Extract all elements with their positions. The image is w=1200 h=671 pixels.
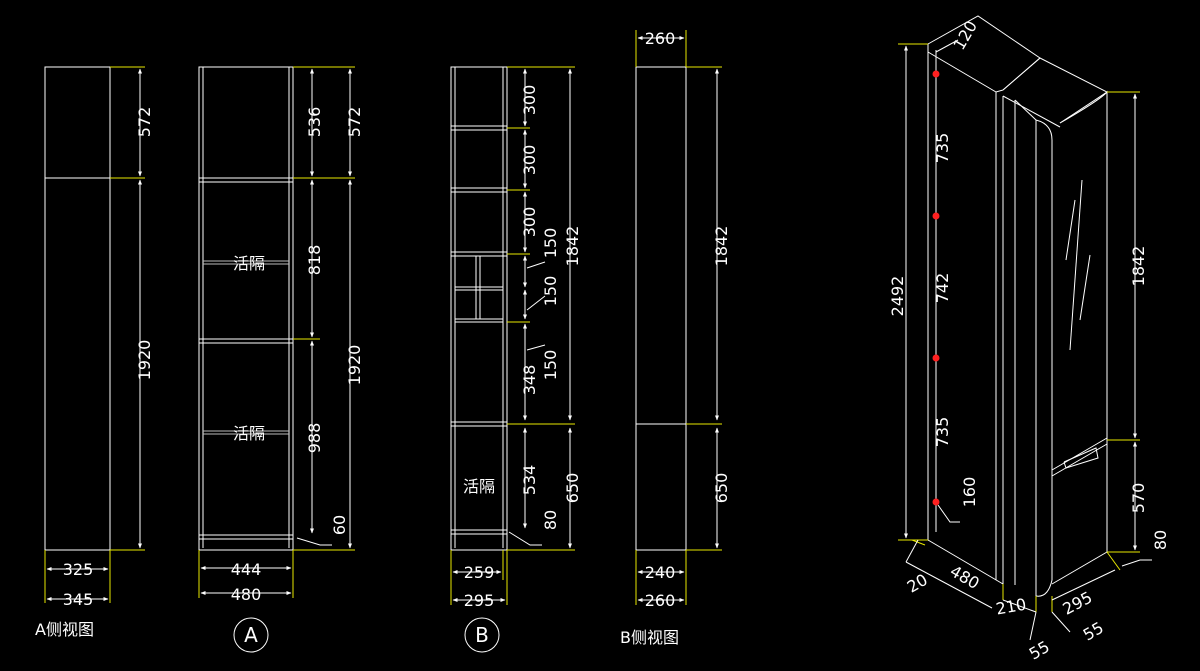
dim-348: 348 bbox=[520, 365, 539, 396]
side-b-outline bbox=[635, 66, 687, 551]
dim-742: 742 bbox=[933, 273, 952, 304]
dim-818: 818 bbox=[305, 245, 324, 276]
dim-325: 325 bbox=[63, 560, 94, 579]
dim-260-bottom: 260 bbox=[645, 591, 676, 610]
view-a-front: 活隔 活隔 536 572 818 1920 988 60 444 480 A bbox=[198, 66, 364, 653]
hinge-marker bbox=[932, 70, 940, 78]
dim-295: 295 bbox=[464, 591, 495, 610]
iso-top-a bbox=[927, 15, 1041, 91]
cabinet-a-outline bbox=[198, 66, 294, 551]
dim-1842: 1842 bbox=[712, 226, 731, 267]
view-isometric: 120 735 742 735 160 2492 1842 570 80 20 … bbox=[888, 15, 1170, 664]
dim-480-iso: 480 bbox=[947, 561, 983, 593]
dim-300-c: 300 bbox=[520, 207, 539, 238]
dim-480: 480 bbox=[231, 585, 262, 604]
dim-20: 20 bbox=[904, 570, 931, 597]
hinge-marker bbox=[932, 354, 940, 362]
view-a-marker bbox=[233, 617, 269, 653]
dim-55-a: 55 bbox=[1026, 637, 1053, 664]
caption-a-side: A侧视图 bbox=[35, 620, 94, 639]
view-b-marker-label: B bbox=[475, 623, 489, 647]
partition-label-upper: 活隔 bbox=[233, 254, 265, 273]
dim-120: 120 bbox=[949, 17, 981, 53]
dim-1920: 1920 bbox=[135, 340, 154, 381]
dim-259: 259 bbox=[464, 563, 495, 582]
dim-650: 650 bbox=[563, 473, 582, 504]
dim-150-b: 150 bbox=[541, 276, 560, 307]
dim-295-iso: 295 bbox=[1059, 588, 1095, 619]
dim-572: 572 bbox=[135, 107, 154, 138]
dim-1842: 1842 bbox=[563, 226, 582, 267]
hinge-marker bbox=[932, 212, 940, 220]
dim-735-lower: 735 bbox=[933, 417, 952, 448]
dim-536: 536 bbox=[305, 107, 324, 138]
side-panel-outline bbox=[44, 66, 111, 551]
view-a-marker-label: A bbox=[244, 623, 258, 647]
dim-80: 80 bbox=[541, 510, 560, 530]
partition-label-b: 活隔 bbox=[463, 477, 495, 496]
dim-300-b: 300 bbox=[520, 145, 539, 176]
dim-444: 444 bbox=[231, 560, 262, 579]
dim-570: 570 bbox=[1129, 483, 1148, 514]
dim-260-top: 260 bbox=[645, 29, 676, 48]
dim-210: 210 bbox=[994, 595, 1027, 619]
dim-1920: 1920 bbox=[345, 345, 364, 386]
caption-b-side: B侧视图 bbox=[620, 628, 679, 647]
dim-735-upper: 735 bbox=[933, 133, 952, 164]
dim-534: 534 bbox=[520, 465, 539, 496]
dim-572: 572 bbox=[345, 107, 364, 138]
partition-label-lower: 活隔 bbox=[233, 424, 265, 443]
dim-650: 650 bbox=[712, 473, 731, 504]
dim-240: 240 bbox=[645, 563, 676, 582]
view-b-side: 260 1842 650 240 260 B侧视图 bbox=[620, 29, 731, 647]
view-a-side: 572 1920 325 345 A侧视图 bbox=[35, 66, 154, 639]
dim-150-a: 150 bbox=[541, 228, 560, 259]
hinge-marker bbox=[932, 498, 940, 506]
dim-80-iso: 80 bbox=[1151, 530, 1170, 550]
dim-988: 988 bbox=[305, 423, 324, 454]
view-b-marker bbox=[464, 617, 500, 653]
dim-150-c: 150 bbox=[541, 350, 560, 381]
dim-60: 60 bbox=[330, 515, 349, 535]
dim-300-a: 300 bbox=[520, 85, 539, 116]
dim-160: 160 bbox=[960, 477, 979, 508]
dim-55-b: 55 bbox=[1080, 618, 1107, 645]
dim-2492: 2492 bbox=[888, 276, 907, 317]
cabinet-b-outline bbox=[450, 66, 508, 551]
dim-345: 345 bbox=[63, 590, 94, 609]
view-b-front: 活隔 300 300 300 150 150 150 348 1842 534 … bbox=[450, 66, 582, 653]
dim-1842: 1842 bbox=[1129, 246, 1148, 287]
